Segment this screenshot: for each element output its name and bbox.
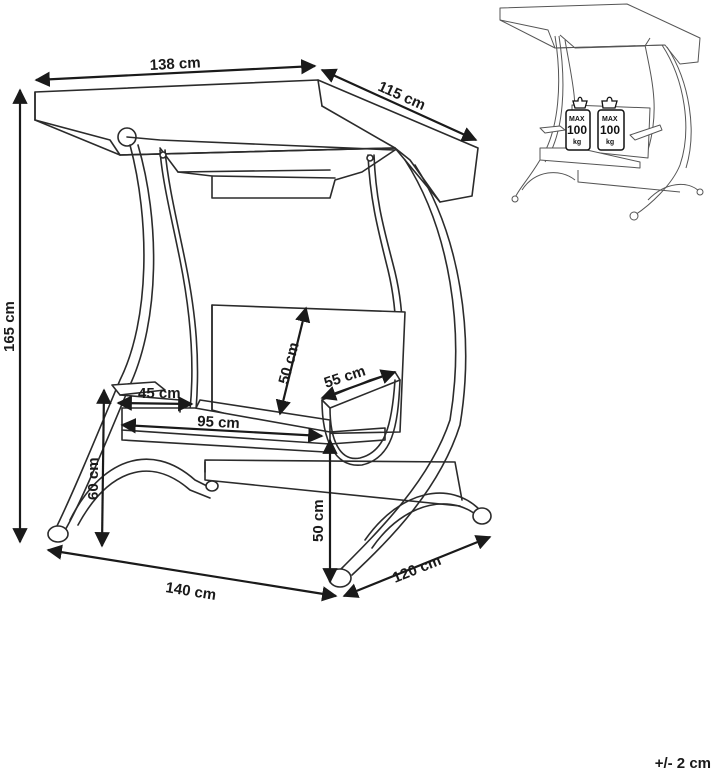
seat-width-label: 95 cm bbox=[197, 413, 240, 432]
rear-base-bar bbox=[204, 459, 463, 501]
max-load-right-unit: kg bbox=[606, 139, 614, 146]
base-depth-label: 120 cm bbox=[390, 552, 444, 587]
dimension-lines bbox=[12, 59, 492, 602]
top-bar bbox=[117, 127, 396, 151]
max-load-right-label: MAX bbox=[602, 116, 618, 123]
base-width-label: 140 cm bbox=[164, 579, 217, 604]
max-load-right-icon: MAX 100 kg bbox=[597, 96, 625, 151]
left-frame-leg bbox=[47, 144, 219, 543]
max-load-left-label: MAX bbox=[569, 116, 585, 123]
armrest-depth-label: 45 cm bbox=[138, 385, 181, 402]
armrest-height-label: 60 cm bbox=[85, 457, 102, 500]
canopy-width-label: 138 cm bbox=[149, 54, 201, 74]
total-height-label: 165 cm bbox=[1, 301, 18, 352]
max-load-left-value: 100 bbox=[567, 123, 587, 137]
seat-height-label: 50 cm bbox=[310, 499, 327, 542]
max-load-right-value: 100 bbox=[600, 123, 620, 137]
max-load-left-unit: kg bbox=[573, 139, 581, 146]
tolerance-note: +/- 2 cm bbox=[654, 755, 711, 772]
max-load-left-icon: MAX 100 kg bbox=[565, 96, 591, 151]
canopy-skirt bbox=[159, 147, 396, 199]
